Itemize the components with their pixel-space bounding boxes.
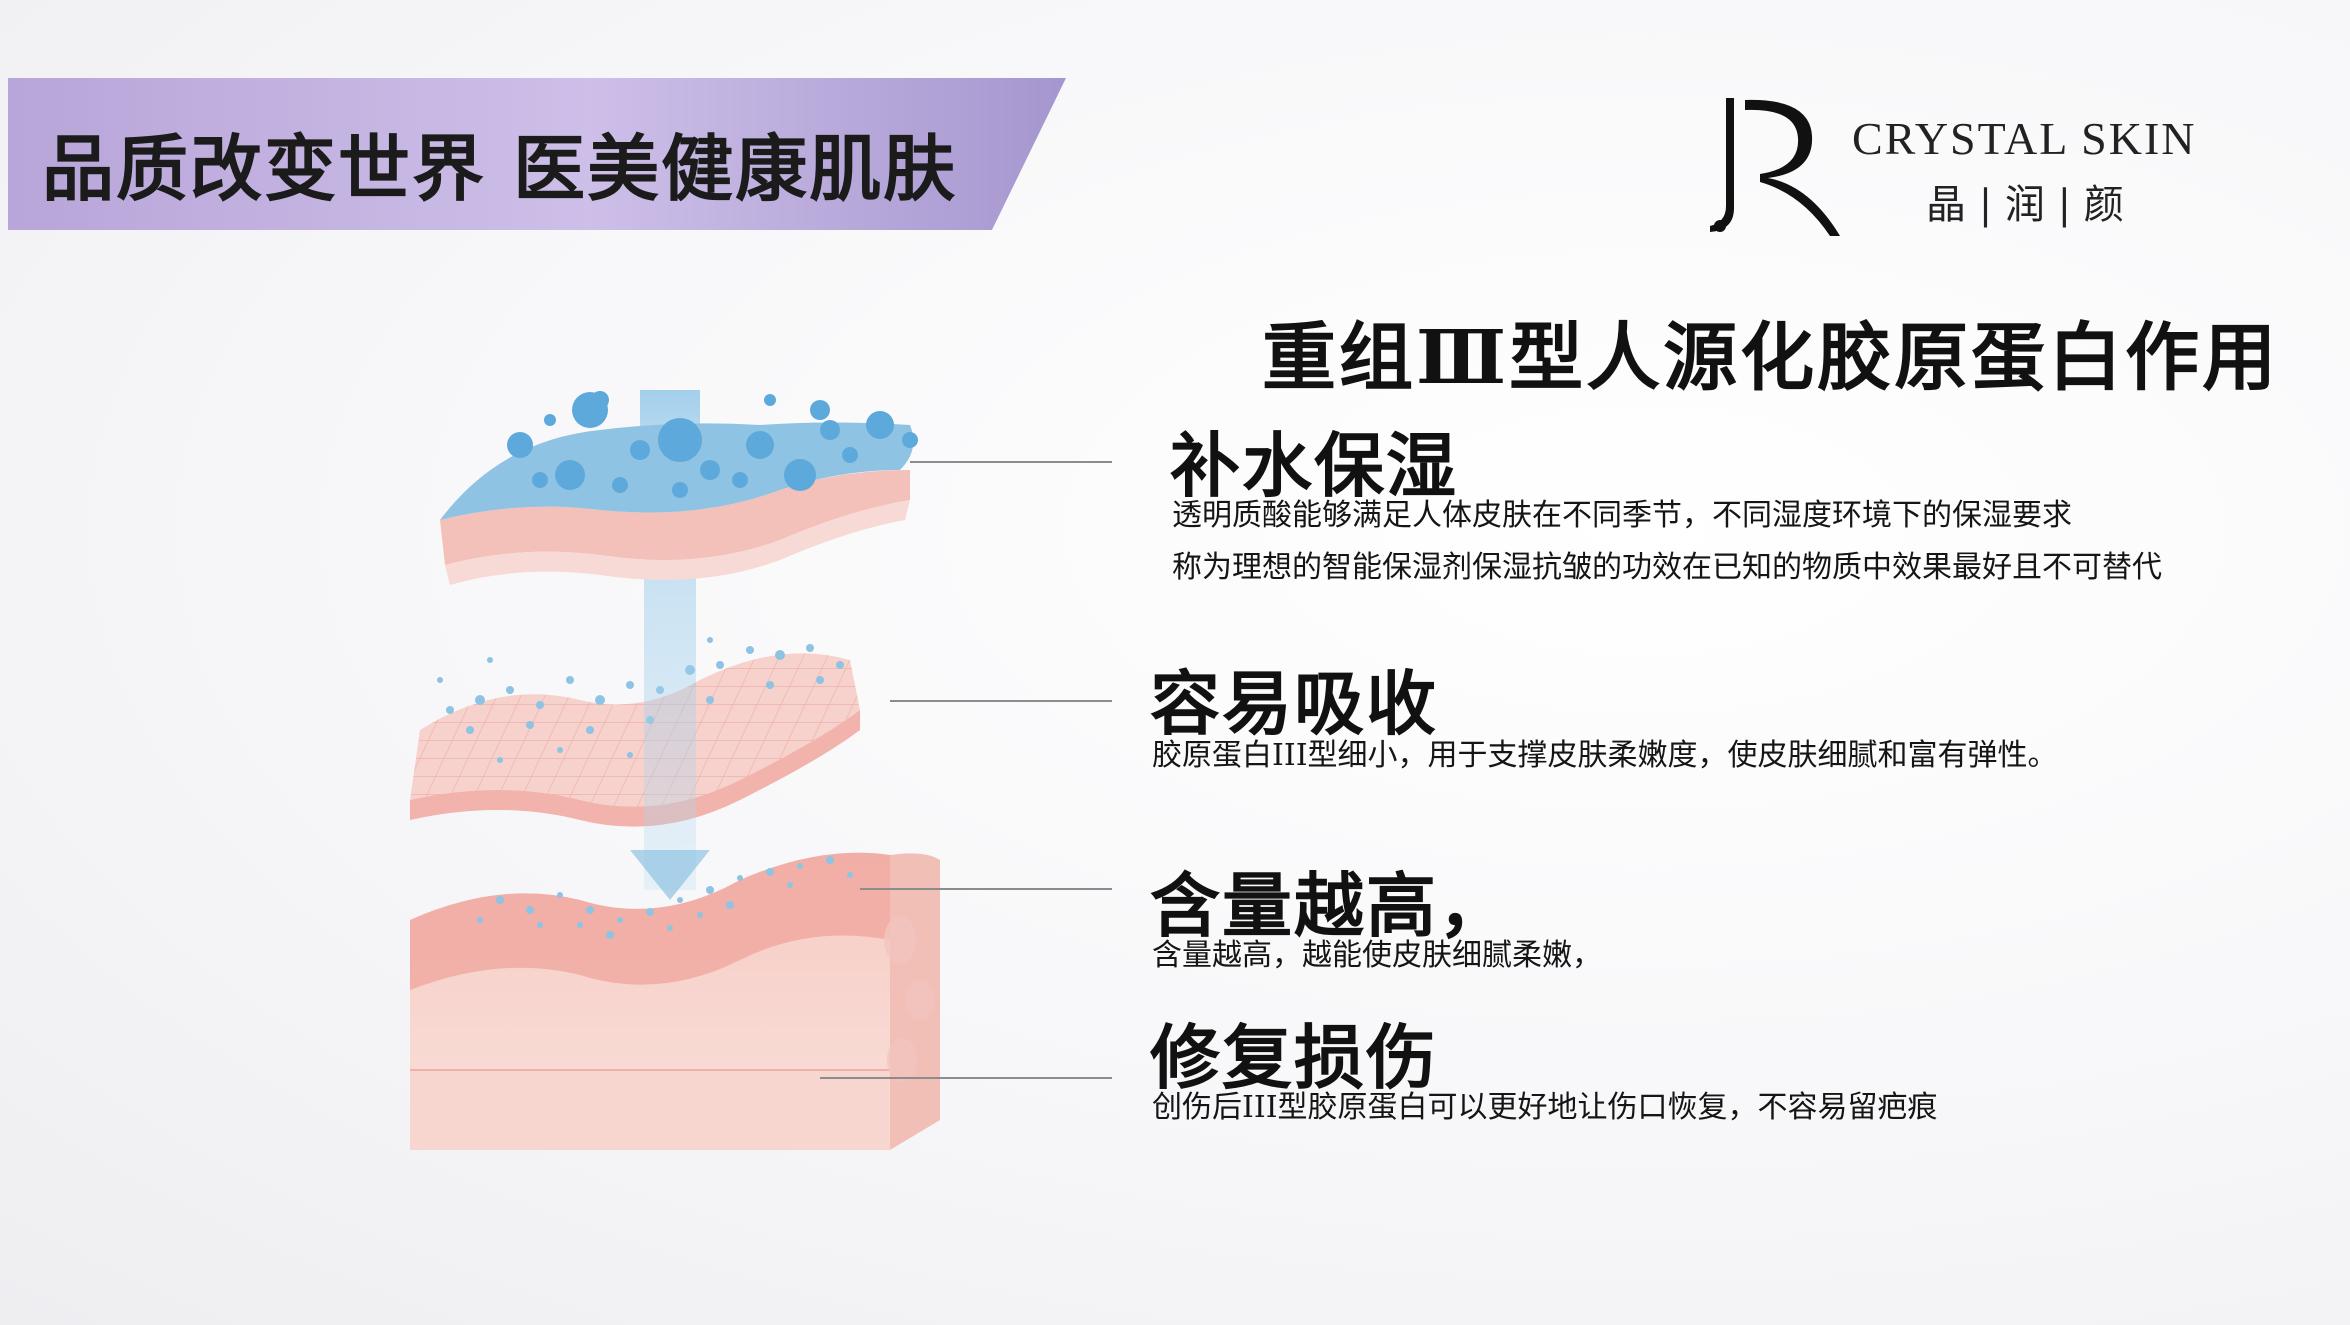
section-title-absorption: 容易吸收 [1150,662,1438,745]
section-desc-repair: 创伤后III型胶原蛋白可以更好地让伤口恢复，不容易留疤痕 [1152,1090,1938,1125]
section-desc-hydration-line1: 透明质酸能够满足人体皮肤在不同季节，不同湿度环境下的保湿要求 [1172,498,2072,533]
logo-brand-text: CRYSTAL SKIN [1852,113,2197,164]
section-desc-content: 含量越高，越能使皮肤细腻柔嫩， [1152,938,1602,973]
section-title-repair: 修复损伤 [1150,1016,1438,1099]
banner-slogan: 品质改变世界 医美健康肌肤 [42,126,958,211]
leader-line-1 [910,461,1112,463]
skin-layers-illustration [410,390,940,1150]
page-title: 重组Ⅲ型人源化胶原蛋白作用 [1262,315,2280,401]
logo-chinese-text: 晶 | 润 | 颜 [1926,182,2124,228]
section-desc-hydration-line2: 称为理想的智能保湿剂保湿抗皱的功效在已知的物质中效果最好且不可替代 [1172,550,2162,585]
section-desc-absorption: 胶原蛋白III型细小，用于支撑皮肤柔嫩度，使皮肤细腻和富有弹性。 [1152,738,2058,773]
header-banner [8,78,1066,230]
leader-line-4 [820,1077,1112,1079]
crystal-skin-logo-icon [1710,98,1840,237]
leader-line-2 [890,700,1112,702]
section-title-hydration: 补水保湿 [1170,424,1458,507]
leader-line-3 [860,888,1112,890]
section-title-content: 含量越高， [1150,864,1510,947]
